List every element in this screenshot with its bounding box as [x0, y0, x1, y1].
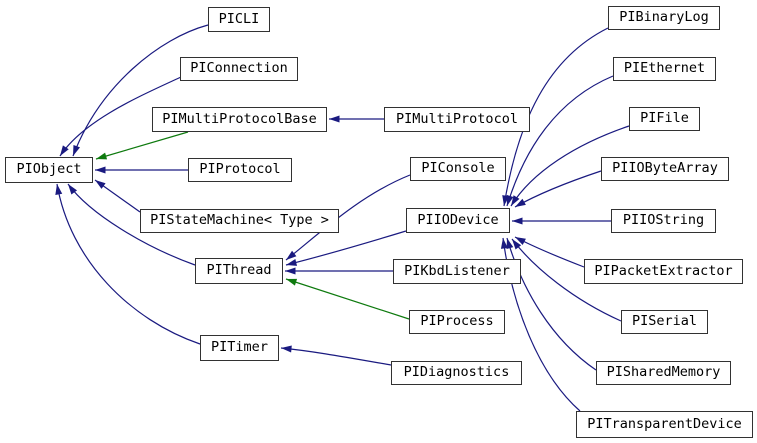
node-pikbdlistener[interactable]: PIKbdListener [393, 259, 521, 284]
node-label: PIStateMachine< Type > [150, 212, 329, 229]
node-pitransparentdevice[interactable]: PITransparentDevice [576, 411, 753, 438]
node-pimultiprotocolbase[interactable]: PIMultiProtocolBase [152, 107, 327, 132]
edge-pisharedmemory-to-piiodevice [506, 237, 597, 371]
node-pipacketextractor[interactable]: PIPacketExtractor [584, 259, 743, 284]
edge-piethernet-to-piiodevice [506, 75, 614, 207]
edge-piprocess-to-pithread [285, 278, 410, 320]
node-pistatemachine[interactable]: PIStateMachine< Type > [140, 209, 339, 233]
node-label: PIPacketExtractor [594, 262, 733, 279]
node-label: PIConnection [190, 60, 288, 77]
edge-piserial-to-piiodevice [511, 238, 622, 322]
edge-pifile-to-piiodevice [510, 125, 630, 207]
node-piethernet[interactable]: PIEthernet [613, 57, 716, 81]
node-pimultiprotocol[interactable]: PIMultiProtocol [384, 107, 530, 132]
node-piserial[interactable]: PISerial [621, 310, 708, 334]
node-piconsole[interactable]: PIConsole [410, 157, 506, 181]
node-label: PIIODevice [417, 211, 499, 228]
node-label: PISerial [631, 313, 698, 330]
node-piiobytearray[interactable]: PIIOByteArray [601, 157, 729, 181]
node-label: PIConsole [421, 160, 495, 177]
node-piobject[interactable]: PIObject [5, 157, 93, 183]
node-label: PITimer [211, 339, 268, 356]
node-pithread[interactable]: PIThread [195, 258, 283, 284]
edge-pistatemachine-to-piobject [94, 179, 141, 213]
edge-piiobytearray-to-piiodevice [514, 170, 602, 208]
node-label: PITransparentDevice [587, 415, 742, 432]
node-label: PIProtocol [199, 161, 281, 178]
node-label: PIDiagnostics [403, 364, 510, 381]
node-label: PIIOByteArray [612, 160, 718, 177]
node-label: PISharedMemory [606, 364, 721, 381]
node-piiodevice[interactable]: PIIODevice [406, 208, 510, 233]
node-label: PIThread [206, 262, 272, 279]
edge-piconnection-to-piobject [59, 76, 182, 157]
edge-picli-to-piobject [72, 24, 209, 157]
node-label: PIObject [16, 161, 82, 178]
node-pifile[interactable]: PIFile [629, 107, 700, 131]
node-label: PIMultiProtocolBase [162, 110, 317, 127]
node-label: PIFile [640, 110, 689, 127]
edge-pidiagnostics-to-pitimer [280, 345, 392, 366]
edge-pithread-to-piobject [67, 183, 196, 266]
node-piprotocol[interactable]: PIProtocol [188, 158, 292, 182]
edge-piconsole-to-pithread [285, 174, 411, 261]
node-piconnection[interactable]: PIConnection [180, 57, 298, 81]
node-piiostring[interactable]: PIIOString [611, 209, 716, 233]
node-label: PIEthernet [623, 60, 706, 77]
edge-piiodevice-to-pithread [285, 230, 407, 266]
node-piprocess[interactable]: PIProcess [409, 310, 505, 334]
edge-pitimer-to-piobject [55, 183, 201, 345]
node-pitimer[interactable]: PITimer [200, 335, 279, 361]
node-picli[interactable]: PICLI [208, 7, 270, 32]
node-label: PIProcess [420, 313, 494, 330]
edge-pimultiprotocolbase-to-piobject [95, 131, 189, 160]
node-label: PIBinaryLog [619, 9, 709, 26]
node-label: PIIOString [622, 212, 705, 229]
node-pisharedmemory[interactable]: PISharedMemory [596, 361, 731, 385]
edge-pibinarylog-to-piiodevice [502, 27, 609, 207]
node-pidiagnostics[interactable]: PIDiagnostics [391, 361, 522, 385]
node-label: PICLI [218, 10, 260, 27]
node-pibinarylog[interactable]: PIBinaryLog [608, 6, 720, 30]
node-label: PIKbdListener [404, 262, 510, 279]
node-label: PIMultiProtocol [396, 110, 518, 127]
edge-pipacketextractor-to-piiodevice [514, 236, 585, 268]
